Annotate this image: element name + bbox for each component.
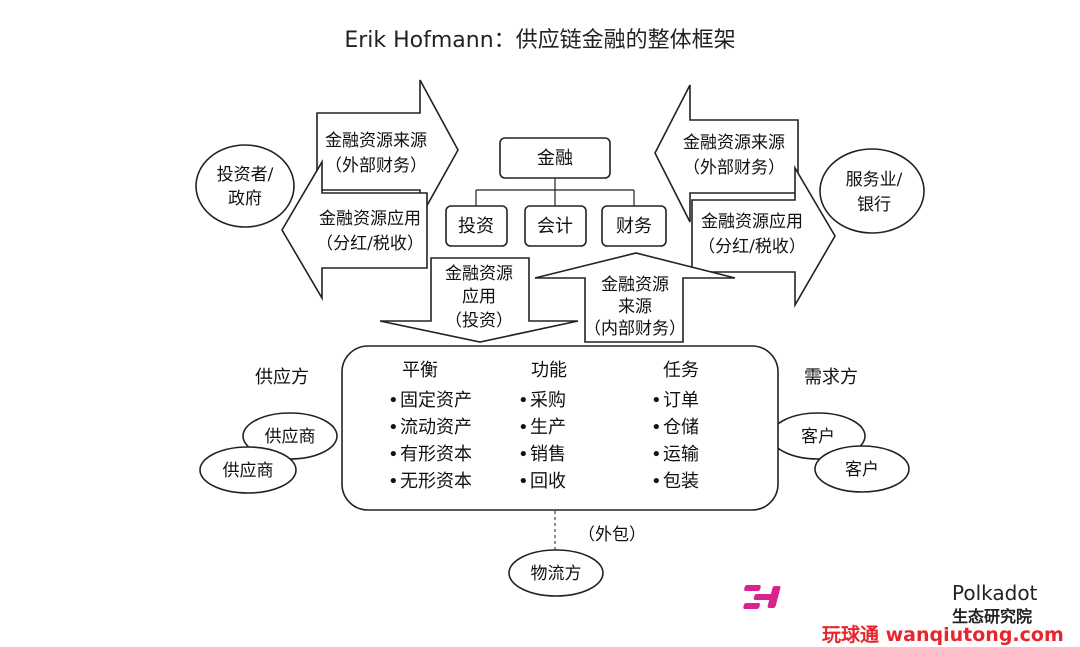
- page-title: Erik Hofmann：供应链金融的整体框架: [344, 28, 736, 53]
- supplier-label-2: 供应商: [223, 461, 274, 481]
- list-item-bullet: •: [651, 444, 662, 465]
- list-item: 回收: [530, 471, 566, 492]
- right-top-arrow-line1: 金融资源来源: [683, 133, 785, 153]
- watermark-brand-line1: Polkadot: [952, 581, 1038, 605]
- finance-hierarchy: 金融 投资 会计 财务: [445, 137, 667, 247]
- list-item-bullet: •: [388, 471, 399, 492]
- list-item: 无形资本: [400, 471, 472, 492]
- up-arrow-line3: （内部财务）: [584, 319, 686, 339]
- list-item: 固定资产: [400, 390, 472, 411]
- logistics-node: 物流方: [508, 549, 604, 597]
- watermark-brand-line2: 生态研究院: [952, 607, 1032, 626]
- list-item-bullet: •: [518, 471, 529, 492]
- finance-child-accounting: 会计: [537, 216, 573, 237]
- left-top-arrow-line2: （外部财务）: [325, 156, 427, 176]
- list-item-bullet: •: [651, 471, 662, 492]
- list-item: 运输: [663, 444, 699, 465]
- finance-child-box-1: [445, 205, 508, 247]
- list-item-bullet: •: [518, 417, 529, 438]
- central-panel: 平衡 功能 任务 • 固定资产 • 流动资产 • 有形资本 • 无形资本 • 采…: [341, 345, 779, 511]
- customer-node-2: 客户: [814, 445, 910, 493]
- customer-label-2: 客户: [845, 460, 879, 480]
- supplier-label-1: 供应商: [265, 427, 316, 447]
- list-item: 有形资本: [400, 444, 472, 465]
- right-party-node: 服务业/ 银行: [819, 148, 925, 234]
- down-arrow-application: 金融资源 应用 （投资）: [379, 257, 579, 343]
- right-party-line2: 银行: [857, 195, 891, 215]
- right-party-line1: 服务业/: [846, 170, 903, 190]
- column-header-balance: 平衡: [402, 360, 438, 381]
- list-item-bullet: •: [518, 444, 529, 465]
- list-item-bullet: •: [388, 417, 399, 438]
- outsourcing-label: （外包）: [578, 525, 646, 545]
- list-item-bullet: •: [388, 390, 399, 411]
- right-bottom-arrow-line1: 金融资源应用: [701, 212, 803, 232]
- left-party-line2: 政府: [228, 189, 262, 209]
- up-arrow-source: 金融资源 来源 （内部财务）: [534, 252, 736, 343]
- list-item: 销售: [530, 444, 566, 465]
- up-arrow-line2: 来源: [618, 297, 652, 317]
- list-item: 生产: [530, 417, 566, 438]
- finance-child-box-2: [524, 205, 587, 247]
- list-item: 采购: [530, 390, 566, 411]
- watermark-site: 玩球通 wanqiutong.com: [822, 623, 1064, 646]
- list-item: 仓储: [663, 417, 699, 438]
- left-bottom-arrow-line2: （分红/税收）: [316, 234, 424, 254]
- down-arrow-line3: （投资）: [445, 311, 513, 331]
- logistics-label: 物流方: [531, 564, 582, 584]
- finance-child-box-3: [601, 205, 667, 247]
- list-item-bullet: •: [651, 390, 662, 411]
- left-bottom-arrow: 金融资源应用 （分红/税收）: [281, 159, 428, 301]
- finance-head-label: 金融: [537, 148, 573, 169]
- up-arrow-line1: 金融资源: [601, 275, 669, 295]
- supplier-node-2: 供应商: [199, 446, 297, 494]
- demand-side-label: 需求方: [804, 367, 858, 388]
- left-bottom-arrow-line1: 金融资源应用: [319, 209, 421, 229]
- left-party-line1: 投资者/: [217, 165, 274, 185]
- right-top-arrow: 金融资源来源 （外部财务）: [654, 84, 799, 223]
- down-arrow-line2: 应用: [462, 287, 496, 307]
- right-top-arrow-line2: （外部财务）: [683, 158, 785, 178]
- finance-child-finance: 财务: [616, 216, 652, 237]
- list-item-bullet: •: [518, 390, 529, 411]
- customer-label-1: 客户: [801, 427, 835, 447]
- right-bottom-arrow-line2: （分红/税收）: [698, 237, 806, 257]
- list-item-bullet: •: [651, 417, 662, 438]
- list-item: 订单: [663, 390, 699, 411]
- column-header-task: 任务: [663, 360, 699, 381]
- polkadot-logo-icon: [743, 585, 781, 609]
- column-header-function: 功能: [531, 360, 567, 381]
- supply-side-label: 供应方: [255, 367, 309, 388]
- list-item: 流动资产: [400, 417, 472, 438]
- supplier-node-1: 供应商: [242, 412, 338, 460]
- left-top-arrow-line1: 金融资源来源: [325, 131, 427, 151]
- left-top-arrow: 金融资源来源 （外部财务）: [316, 79, 459, 222]
- finance-child-invest: 投资: [458, 216, 494, 237]
- list-item-bullet: •: [388, 444, 399, 465]
- down-arrow-line1: 金融资源: [445, 264, 513, 284]
- list-item: 包装: [663, 471, 699, 492]
- left-party-node: 投资者/ 政府: [195, 144, 295, 228]
